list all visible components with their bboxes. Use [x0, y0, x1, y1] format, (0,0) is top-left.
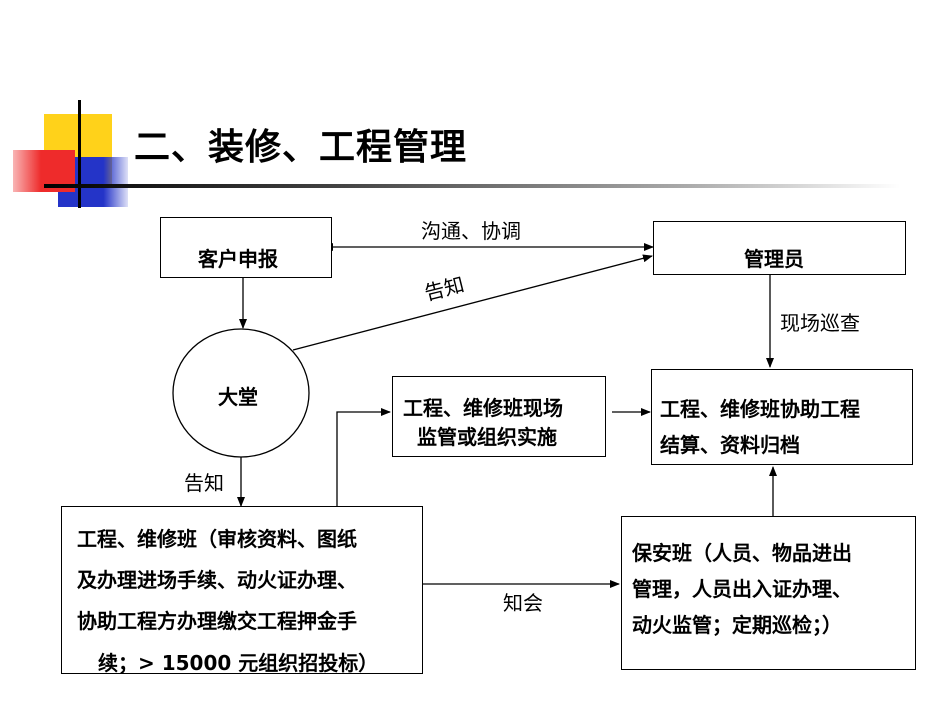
engineering-team-line-4: 续；> 15000 元组织招投标）: [98, 651, 379, 675]
engineering-settlement-box: [651, 369, 913, 465]
engineering-supervision-box: [392, 376, 606, 457]
security-team-line-3: 动火监管；定期巡检；）: [632, 613, 842, 637]
lobby-label: 大堂: [218, 385, 258, 409]
engineering-supervision-line-2: 监管或组织实施: [417, 425, 557, 449]
title-underline: [44, 184, 900, 188]
customer-report-box: [160, 217, 332, 278]
engineering-team-line-1: 工程、维修班（审核资料、图纸: [77, 527, 357, 551]
title-decoration-vertical-bar: [78, 100, 81, 208]
customer-report-label: 客户申报: [198, 247, 278, 271]
security-team-line-1: 保安班（人员、物品进出: [632, 541, 852, 565]
label-inform: 知会: [503, 591, 543, 615]
edge-lobby-manager: [292, 254, 653, 351]
lobby-circle: [172, 328, 310, 458]
edge-team-supervision: [336, 408, 391, 506]
engineering-supervision-line-1: 工程、维修班现场: [403, 396, 563, 420]
label-notify-team: 告知: [184, 471, 224, 495]
label-communicate: 沟通、协调: [421, 219, 521, 243]
security-team-box: [621, 516, 916, 670]
manager-label: 管理员: [744, 247, 804, 271]
label-site-inspection: 现场巡查: [780, 311, 860, 335]
engineering-settlement-line-2: 结算、资料归档: [660, 433, 800, 457]
engineering-team-box: [61, 506, 423, 674]
manager-box: [653, 221, 906, 275]
engineering-team-line-2: 及办理进场手续、动火证办理、: [77, 568, 357, 592]
page-title: 二、装修、工程管理: [134, 127, 468, 168]
engineering-settlement-line-1: 工程、维修班协助工程: [660, 397, 860, 421]
engineering-team-line-3: 协助工程方办理缴交工程押金手: [77, 609, 357, 633]
security-team-line-2: 管理，人员出入证办理、: [632, 577, 852, 601]
